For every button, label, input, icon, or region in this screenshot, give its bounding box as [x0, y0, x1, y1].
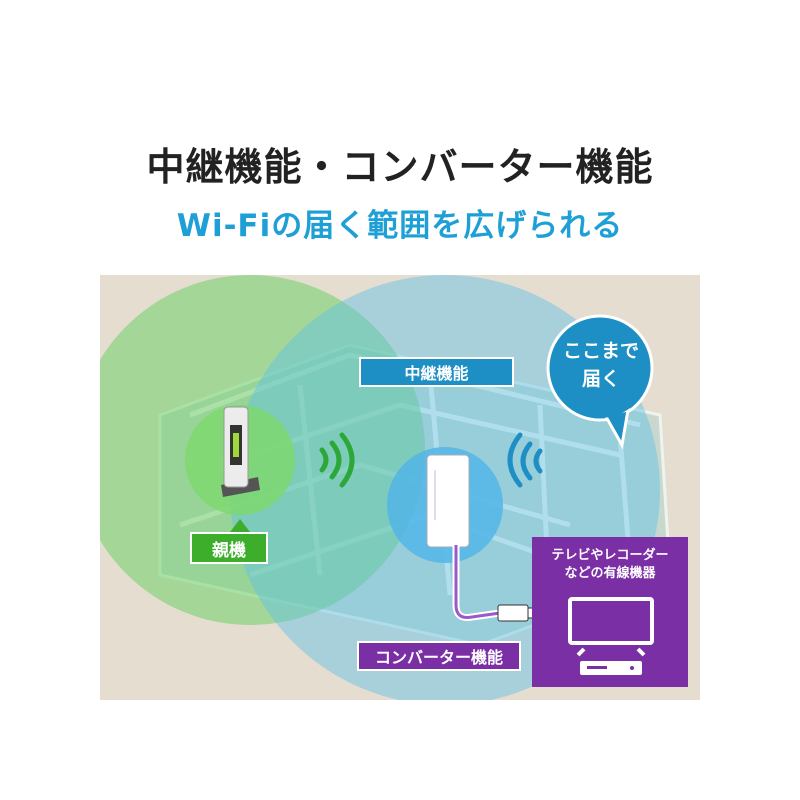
parent-tag-pointer — [230, 519, 250, 532]
bubble-line-2: 届く — [581, 368, 620, 390]
page-title: 中継機能・コンバーター機能 — [146, 145, 654, 189]
coverage-illustration: 中継機能 親機 コンバーター機能 ここまで 届く テレビやレコーダー などの有線… — [100, 275, 700, 700]
parent-router-label: 親機 — [190, 532, 268, 564]
wired-devices-line-1: テレビやレコーダー — [551, 548, 669, 563]
recorder-icon — [580, 661, 642, 675]
wifi-signal-icon — [507, 432, 543, 488]
relay-router-icon — [426, 454, 470, 548]
wifi-signal-icon — [319, 432, 355, 488]
wired-devices-text: テレビやレコーダー などの有線機器 — [532, 547, 688, 583]
relay-function-label: 中継機能 — [359, 357, 514, 387]
parent-router-icon — [221, 406, 260, 497]
wired-devices-panel: テレビやレコーダー などの有線機器 — [532, 537, 688, 687]
wired-devices-line-2: などの有線機器 — [564, 566, 656, 581]
bubble-text: ここまで 届く — [546, 337, 656, 393]
wired-devices-icons — [568, 597, 654, 675]
tv-icon — [568, 597, 654, 657]
page-subtitle: Wi-Fiの届く範囲を広げられる — [176, 208, 624, 244]
speech-bubble — [546, 314, 654, 450]
bubble-line-1: ここまで — [562, 340, 639, 362]
converter-function-label: コンバーター機能 — [357, 641, 521, 671]
